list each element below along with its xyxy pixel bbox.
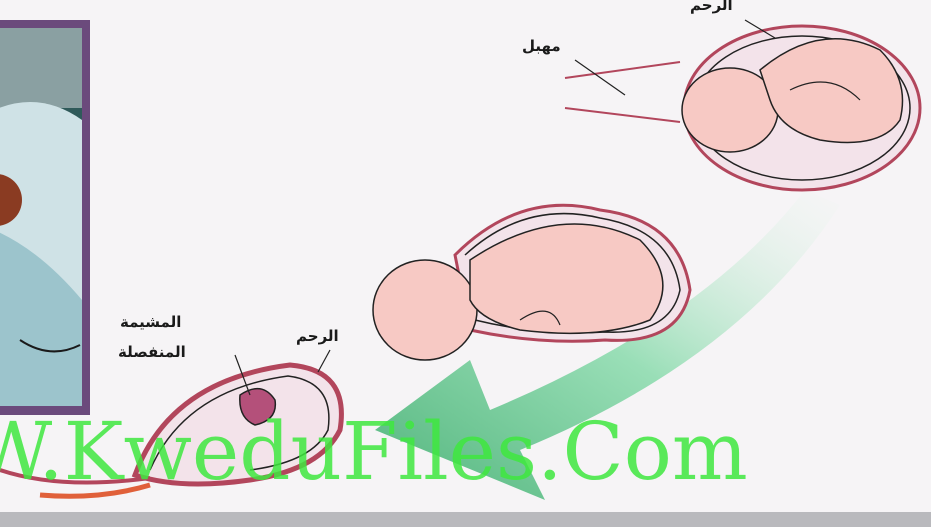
uterus-label-bottom: الرحم bbox=[296, 327, 339, 345]
uterus-label-top: الرحم bbox=[690, 0, 733, 14]
uterus-stage-1 bbox=[565, 26, 920, 190]
detached-placenta-label-line1: المشيمة bbox=[120, 313, 181, 331]
detached-placenta-label-line2: المنفصلة bbox=[118, 343, 186, 361]
cervix-label: مهبل bbox=[522, 37, 561, 55]
watermark-text: W.KweduFiles.Com bbox=[0, 405, 748, 498]
uterus-stage-2 bbox=[373, 205, 690, 360]
bottom-border bbox=[0, 512, 931, 527]
delivery-photo bbox=[0, 20, 90, 415]
fetus-head-2 bbox=[373, 260, 477, 360]
